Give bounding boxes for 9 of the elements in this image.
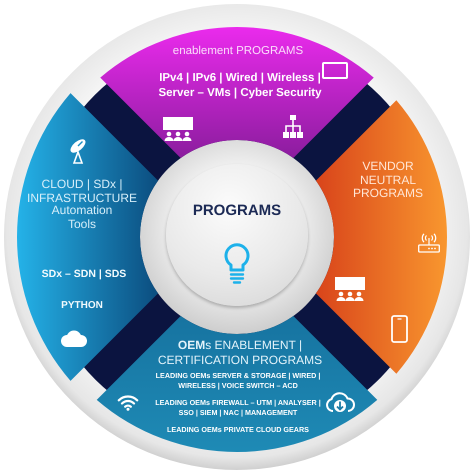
center-title: PROGRAMS <box>192 202 282 220</box>
segment-title: CLOUD | SDx | INFRASTRUCTURE <box>26 178 138 205</box>
segment-title: VENDOR NEUTRAL PROGRAMS <box>352 160 424 200</box>
topic-text: PYTHON <box>60 299 104 312</box>
topic-list: IPv4 | IPv6 | Wired | Wireless | Server – VMs | Cyber Security <box>158 71 322 101</box>
segment-title: OEMs ENABLEMENT | CERTIFICATION PROGRAMS <box>157 338 323 368</box>
topic-text: SDx – SDN | SDS <box>41 268 127 281</box>
segment-title: enablement PROGRAMS <box>172 44 304 58</box>
segment-subtitle: Automation Tools <box>51 204 113 231</box>
